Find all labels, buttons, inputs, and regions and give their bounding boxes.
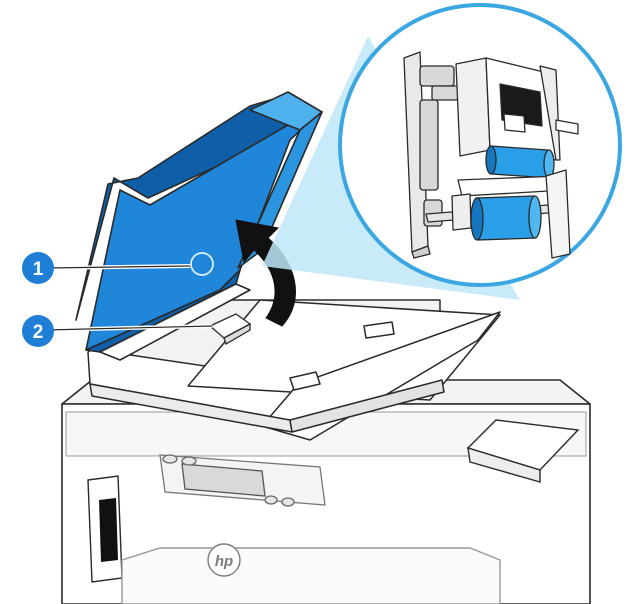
- callout-1-badge: [22, 252, 54, 284]
- roller-location-marker: [190, 252, 214, 276]
- output-tray: [121, 547, 501, 604]
- zoomed-roller-detail: [403, 51, 579, 259]
- pick-roller-area: [208, 313, 252, 345]
- paper-stop-flap: [466, 419, 580, 483]
- adf-input-tray: [87, 299, 501, 441]
- hp-logo-icon: hp: [207, 543, 241, 577]
- control-panel: [159, 454, 326, 507]
- callout-1-number: 1: [33, 259, 44, 280]
- callout-1: 1: [22, 252, 191, 284]
- hp-logo-text: hp: [215, 553, 233, 570]
- lift-arrow-icon: [235, 219, 296, 327]
- callout-2: 2: [22, 315, 213, 347]
- side-slot: [87, 475, 123, 583]
- adf-cover-open: [75, 91, 323, 361]
- callout-2-number: 2: [33, 322, 44, 343]
- callout-2-badge: [22, 315, 54, 347]
- magnifier-zoom-icon: [262, 3, 622, 300]
